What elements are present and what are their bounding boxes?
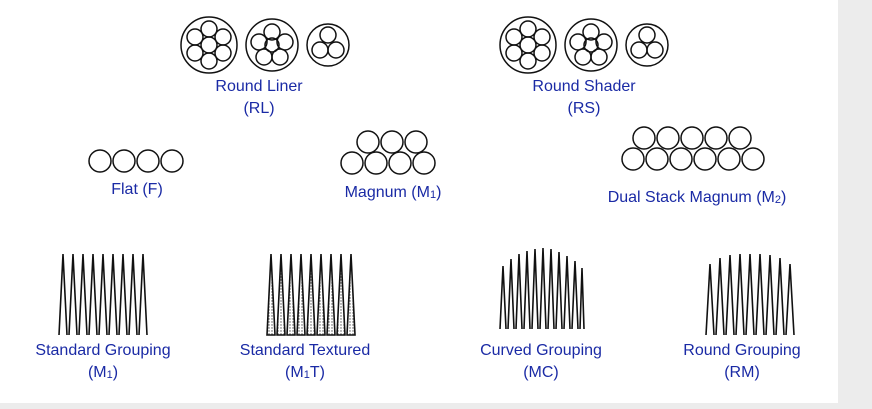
round-liner-name: Round Liner [215, 78, 303, 95]
round-shader-name: Round Shader [532, 78, 636, 95]
flat-illustration [88, 149, 184, 173]
standard-textured-code-subscript: 1 [303, 369, 310, 381]
right-frame [838, 0, 872, 409]
bottom-frame [0, 403, 838, 409]
round-shader-illustration [499, 16, 669, 74]
standard-grouping-code-prefix: (M [87, 364, 107, 381]
round-shader-label: Round Shader (RS) [532, 76, 635, 120]
curved-grouping-illustration [499, 247, 585, 330]
magnum-name-subscript: 1 [429, 189, 437, 201]
round-liner-label: Round Liner (RL) [215, 76, 302, 120]
curved-grouping-name: Curved Grouping [480, 342, 602, 359]
standard-textured-code-suffix: T) [309, 364, 325, 381]
dual-stack-magnum-name-subscript: 2 [774, 194, 781, 206]
round-liner-illustration [180, 16, 350, 74]
dual-stack-magnum-name-suffix: ) [780, 189, 787, 206]
needle-configuration-diagram: Round Liner (RL) Round Shader (RS) [35, 16, 801, 386]
magnum-label: Magnum (M1) [345, 182, 442, 206]
round-liner-code: (RL) [243, 100, 275, 117]
dual-stack-magnum-illustration [621, 126, 765, 171]
curved-grouping-label: Curved Grouping (MC) [480, 340, 602, 384]
round-shader-code: (RS) [567, 100, 601, 117]
dual-stack-magnum-name-prefix: Dual Stack Magnum (M [607, 189, 775, 206]
standard-grouping-name: Standard Grouping [35, 342, 171, 359]
flat-label: Flat (F) [111, 179, 163, 201]
curved-grouping-code: (MC) [523, 364, 559, 381]
dual-stack-magnum-label: Dual Stack Magnum (M2) [608, 187, 787, 211]
standard-grouping-label: Standard Grouping (M1) [35, 340, 170, 386]
round-grouping-code: (RM) [724, 364, 760, 381]
magnum-name-suffix: ) [436, 184, 442, 201]
standard-grouping-code-subscript: 1 [106, 369, 113, 381]
standard-textured-illustration [266, 253, 356, 336]
standard-textured-name: Standard Textured [239, 342, 371, 359]
magnum-name-prefix: Magnum (M [344, 184, 430, 201]
round-grouping-label: Round Grouping (RM) [683, 340, 800, 384]
standard-grouping-illustration [58, 253, 148, 336]
flat-name: Flat (F) [111, 181, 163, 198]
magnum-illustration [340, 130, 436, 175]
round-grouping-illustration [705, 253, 795, 336]
standard-textured-code: (M1T) [240, 362, 370, 386]
standard-textured-code-prefix: (M [285, 364, 304, 381]
standard-textured-label: Standard Textured (M1T) [240, 340, 370, 386]
round-grouping-name: Round Grouping [683, 342, 801, 359]
standard-grouping-code-suffix: ) [112, 364, 119, 381]
standard-grouping-code: (M1) [35, 362, 170, 386]
